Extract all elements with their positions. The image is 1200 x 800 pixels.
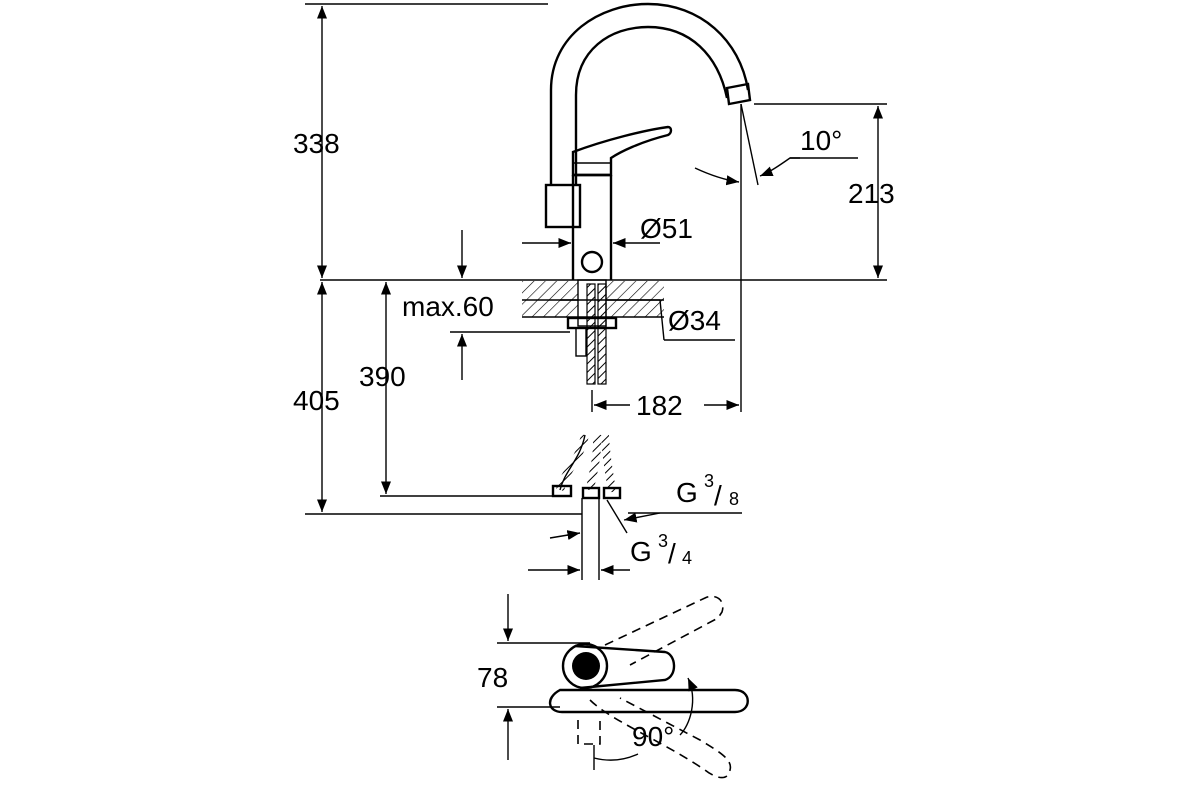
svg-text:/: / — [668, 538, 676, 569]
svg-text:3: 3 — [704, 471, 714, 491]
faucet-top-view — [548, 595, 749, 779]
thread-small-label: G 3 / 8 — [676, 471, 739, 511]
lever-handle — [571, 125, 673, 177]
spout-tip — [725, 82, 752, 106]
svg-text:G: G — [630, 536, 652, 567]
svg-text:8: 8 — [729, 489, 739, 509]
svg-text:3: 3 — [658, 531, 668, 551]
mounting-hardware — [566, 279, 618, 385]
hole-diameter-label: Ø34 — [668, 305, 721, 336]
below-deck-label: 405 — [293, 385, 340, 416]
body-diameter-label: Ø51 — [640, 213, 693, 244]
spout-height-label: 213 — [848, 178, 895, 209]
faucet-side-view — [544, 2, 759, 280]
thread-large-label: G 3 / 4 — [630, 531, 692, 569]
handle-height-label: 78 — [477, 662, 508, 693]
svg-text:G: G — [676, 477, 698, 508]
hose-length-label: 390 — [359, 361, 406, 392]
svg-text:/: / — [714, 480, 722, 511]
reach-label: 182 — [636, 390, 683, 421]
svg-text:4: 4 — [682, 548, 692, 568]
rotation-angle-label: 90° — [632, 721, 674, 752]
spout-angle-label: 10° — [800, 125, 842, 156]
indicator-dot — [580, 250, 604, 274]
hose-connections — [551, 434, 628, 580]
spout — [549, 2, 750, 186]
total-height-label: 338 — [293, 128, 340, 159]
faucet-body — [544, 183, 582, 229]
max-thickness-label: max.60 — [402, 291, 494, 322]
